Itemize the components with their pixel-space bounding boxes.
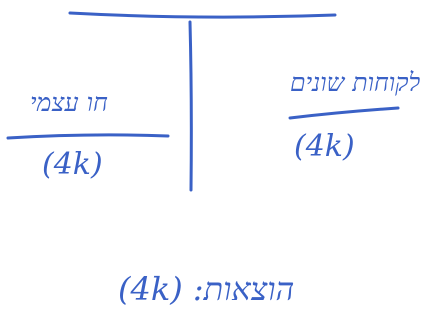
- expenses-text: (4k) :הוצאות: [118, 270, 295, 308]
- left-account-amount: (4k): [42, 147, 103, 182]
- left-underline: [6, 133, 170, 140]
- right-account-amount: (4k): [294, 129, 355, 164]
- right-account-name: לקוחות שונים: [290, 68, 421, 97]
- right-underline: [288, 106, 400, 120]
- left-account-name: חו עצמי: [30, 88, 108, 117]
- t-account-vertical-line: [188, 20, 193, 192]
- t-account-top-line: [68, 11, 337, 19]
